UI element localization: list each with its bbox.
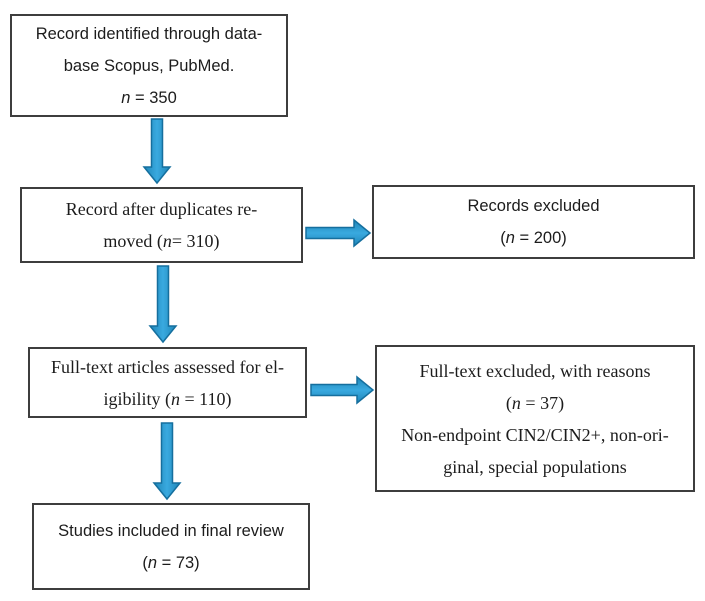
box-fulltext-excluded: Full-text excluded, with reasons (n = 37)…	[375, 345, 695, 492]
box-text-line: Full-text excluded, with reasons	[419, 360, 651, 381]
box-text-line: ginal, special populations	[443, 456, 627, 477]
box-text-line: n = 350	[121, 88, 177, 107]
arrow-duplicates-to-fulltext	[148, 265, 178, 344]
box-text-line: (n = 200)	[500, 229, 567, 247]
box-records-identified: Record identified through data-base Scop…	[10, 14, 288, 117]
box-text-line: Non-endpoint CIN2/CIN2+, non-ori-	[401, 424, 669, 445]
box-duplicates-removed: Record after duplicates re-moved (n= 310…	[20, 187, 303, 263]
box-text-line: Full-text articles assessed for el-	[51, 356, 284, 377]
arrow-fulltext-to-included	[152, 422, 182, 501]
box-text-line: moved (n= 310)	[103, 231, 220, 251]
arrow-duplicates-to-excluded	[305, 218, 372, 248]
box-text-line: Record after duplicates re-	[65, 199, 258, 219]
box-text-line: base Scopus, PubMed.	[63, 56, 235, 75]
box-text-line: Studies included in final review	[58, 521, 284, 540]
box-text-line: Records excluded	[467, 197, 600, 215]
arrow-fulltext-to-reasons	[310, 375, 375, 405]
arrow-identified-to-duplicates	[142, 118, 172, 185]
box-fulltext-assessed: Full-text articles assessed for el-igibi…	[28, 347, 307, 418]
box-text-line: igibility (n = 110)	[103, 388, 232, 409]
box-records-excluded: Records excluded (n = 200)	[372, 185, 695, 259]
box-text-line: Record identified through data-	[35, 24, 263, 43]
box-studies-included: Studies included in final review (n = 73)	[32, 503, 310, 590]
box-text-line: (n = 37)	[505, 392, 565, 413]
box-text-line: (n = 73)	[142, 553, 200, 572]
